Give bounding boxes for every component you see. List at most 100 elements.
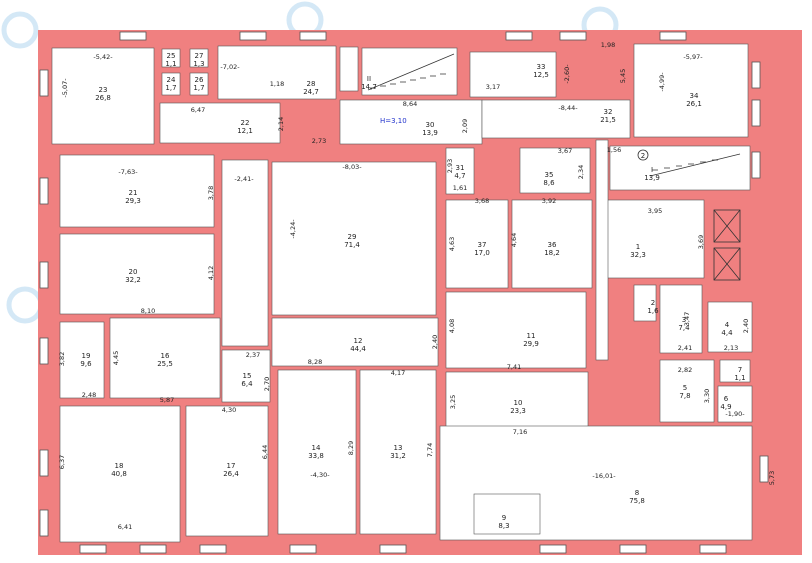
dimension-label: 3,17	[486, 83, 500, 91]
room-7	[719, 359, 751, 383]
room-26	[189, 72, 209, 96]
dimension-label: 4,64	[510, 233, 518, 247]
room-area: 13,9	[644, 174, 660, 182]
room-number: 12	[354, 337, 363, 345]
dimension-label: 2,14	[277, 117, 285, 131]
room-number: 26	[195, 76, 204, 84]
room-35	[519, 147, 591, 194]
room-14	[277, 369, 357, 535]
dimension-label: -5,42-	[93, 53, 113, 61]
room-area: 8,6	[543, 179, 555, 187]
room-labels: 2326,8251,1271,3241,7261,72212,12824,7II…	[80, 52, 745, 530]
dimension-label: 3,78	[207, 186, 215, 200]
room-24	[161, 72, 181, 96]
dimension-label: 4,63	[448, 237, 456, 251]
room-number: 5	[683, 384, 687, 392]
room-number: 10	[514, 399, 523, 407]
dimension-label: 3,95	[648, 207, 662, 215]
room-II	[339, 46, 359, 92]
room-area: 26,1	[686, 100, 702, 108]
hall-1	[221, 159, 269, 347]
room-number: 21	[129, 189, 138, 197]
windows	[39, 31, 769, 554]
dimension-label: 4,08	[448, 319, 456, 333]
room-12	[271, 317, 439, 367]
dimension-label: 1,56	[607, 146, 621, 154]
room-number: 15	[243, 372, 252, 380]
room-31	[445, 147, 475, 195]
room-number: 36	[548, 241, 557, 249]
dimension-label: 2,73	[312, 137, 326, 145]
room-area: 26,8	[95, 94, 111, 102]
room-number: 11	[527, 332, 536, 340]
room-18	[59, 405, 181, 543]
room-33	[469, 51, 557, 98]
dimension-label: 2,40	[431, 335, 439, 349]
room-20	[59, 233, 215, 315]
dimension-label: 1,18	[270, 80, 284, 88]
room-number: 25	[167, 52, 176, 60]
room-28	[217, 45, 337, 100]
room-number: 35	[545, 171, 554, 179]
room-11	[445, 291, 587, 369]
dimension-label: -7,02-	[220, 63, 240, 71]
room-area: 1,1	[734, 374, 745, 382]
dimension-label: 7,74	[426, 443, 434, 457]
room-number: 32	[604, 108, 613, 116]
dimension-label: -16,01-	[592, 472, 616, 480]
room-area: 4,7	[454, 172, 465, 180]
room-17	[185, 405, 269, 537]
dimension-label: 2,40	[742, 319, 750, 333]
room-number: 7	[738, 366, 742, 374]
room-area: 32,3	[630, 251, 646, 259]
room-number: 31	[456, 164, 465, 172]
dimension-label: 2,13	[724, 344, 738, 352]
dimension-label: 2,09	[461, 119, 469, 133]
dimension-label: -8,03-	[342, 163, 362, 171]
room-number: II	[367, 75, 371, 83]
room-number: 27	[195, 52, 204, 60]
dimension-label: 6,37	[58, 455, 66, 469]
dimension-label: 2,34	[577, 165, 585, 179]
room-number: 24	[167, 76, 176, 84]
room-number: 34	[690, 92, 699, 100]
room-number: 9	[502, 514, 506, 522]
room-area: 23,3	[510, 407, 526, 415]
height-note: H=3,10	[380, 117, 407, 125]
room-number: 1	[636, 243, 640, 251]
room-27	[189, 48, 209, 68]
dimension-label: 5,73	[768, 471, 776, 485]
room-37	[445, 199, 509, 289]
room-number: 30	[426, 121, 435, 129]
room-number: I	[651, 166, 653, 174]
dimension-label: -2,60-	[563, 64, 571, 84]
room-number: 28	[307, 80, 316, 88]
room-number: 3	[682, 316, 686, 324]
rooms	[51, 43, 753, 543]
room-area: 12,1	[237, 127, 253, 135]
dimension-label: -1,90-	[725, 410, 745, 418]
dimension-label: -5,07-	[61, 78, 69, 98]
stairs	[367, 53, 741, 177]
room-number: 20	[129, 268, 138, 276]
room-3	[659, 284, 703, 354]
dimension-label: 4,30	[222, 406, 236, 414]
dimension-label: -4,24-	[289, 219, 297, 239]
room-area: 18,2	[544, 249, 560, 257]
room-area: 1,6	[647, 307, 659, 315]
dimension-label: -2,41-	[234, 175, 254, 183]
room-area: 4,4	[721, 329, 733, 337]
room-34	[633, 43, 749, 138]
dimension-label: -5,97-	[683, 53, 703, 61]
room-area: 40,8	[111, 470, 127, 478]
room-area: 9,6	[80, 360, 92, 368]
dimension-label: 3,47	[683, 312, 691, 326]
room-number: 16	[161, 352, 170, 360]
room-area: 75,8	[629, 497, 645, 505]
room-25	[161, 48, 181, 68]
room-number: 18	[115, 462, 124, 470]
elevators	[713, 209, 741, 281]
dimension-label: 4,45	[112, 351, 120, 365]
stair-I	[609, 145, 751, 191]
room-4	[707, 301, 753, 353]
